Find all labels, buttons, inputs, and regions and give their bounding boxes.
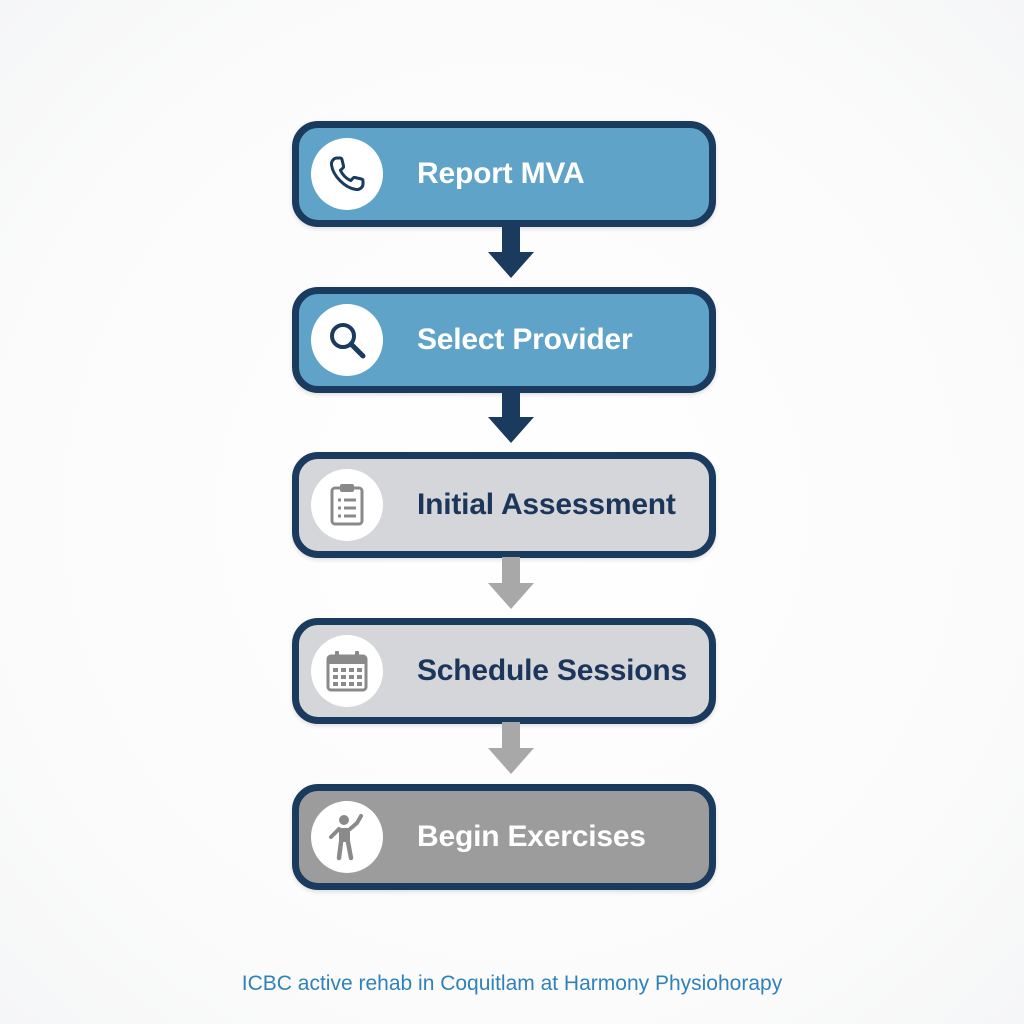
calendar-icon [311, 635, 383, 707]
step-label: Schedule Sessions [417, 654, 688, 687]
step-report-mva: Report MVA [292, 121, 716, 227]
arrow-down-icon [488, 557, 534, 609]
arrow-down-icon [488, 722, 534, 774]
step-label: Initial Assessment [417, 488, 676, 521]
step-label: Select Provider [417, 323, 633, 356]
clipboard-icon [311, 469, 383, 541]
step-begin-exercises: Begin Exercises [292, 784, 716, 890]
phone-icon [311, 138, 383, 210]
step-label: Begin Exercises [417, 820, 646, 853]
step-schedule-sessions: Schedule Sessions [292, 618, 716, 724]
magnifier-icon [311, 304, 383, 376]
step-initial-assessment: Initial Assessment [292, 452, 716, 558]
exercise-figure-icon [311, 801, 383, 873]
arrow-down-icon [488, 226, 534, 278]
arrow-down-icon [488, 391, 534, 443]
step-select-provider: Select Provider [292, 287, 716, 393]
caption: ICBC active rehab in Coquitlam at Harmon… [241, 972, 783, 995]
step-label: Report MVA [417, 157, 585, 190]
